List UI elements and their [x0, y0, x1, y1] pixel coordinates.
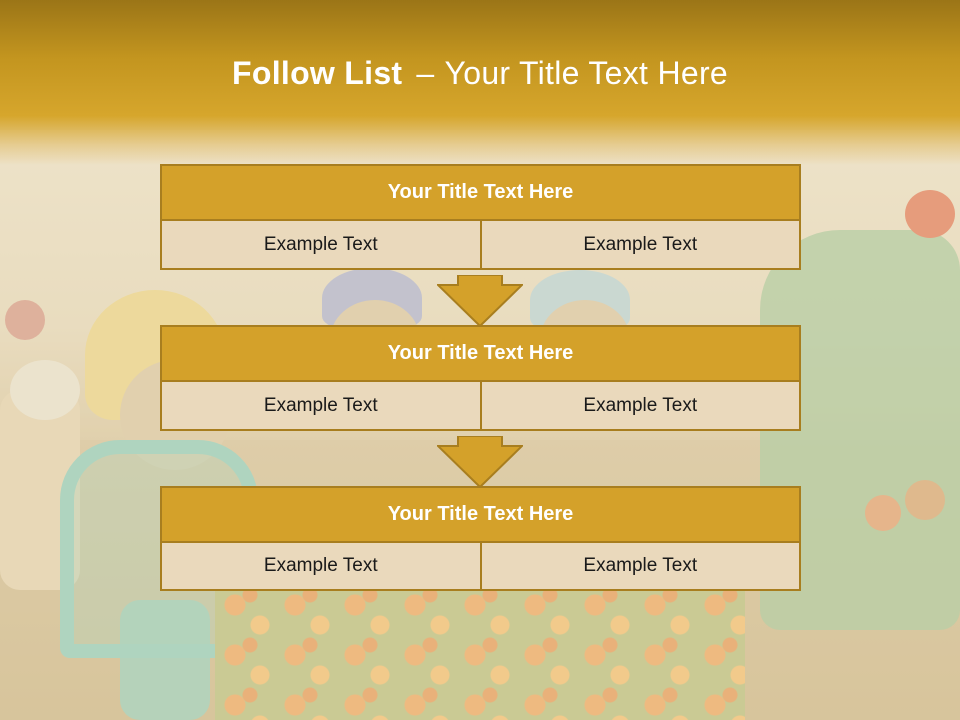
background-cauliflower	[10, 360, 80, 420]
page-title-bold: Follow List	[232, 55, 403, 91]
background-fruit	[905, 480, 945, 520]
background-fruit	[5, 300, 45, 340]
follow-list-step-1: Your Title Text Here Example Text Exampl…	[160, 164, 801, 270]
down-arrow-icon	[437, 436, 523, 488]
step-row: Example Text Example Text	[160, 221, 801, 270]
background-chair-leg	[120, 600, 210, 720]
background-fruit	[865, 495, 901, 531]
step-cell-left: Example Text	[160, 382, 482, 431]
step-row: Example Text Example Text	[160, 382, 801, 431]
down-arrow-icon	[437, 275, 523, 327]
step-row: Example Text Example Text	[160, 543, 801, 591]
step-cell-right: Example Text	[481, 543, 801, 591]
follow-list-step-2: Your Title Text Here Example Text Exampl…	[160, 325, 801, 431]
page-title: Follow List–Your Title Text Here	[0, 55, 960, 92]
step-cell-left: Example Text	[160, 221, 482, 270]
step-cell-right: Example Text	[481, 382, 801, 431]
step-title: Your Title Text Here	[160, 486, 801, 543]
background-tablecloth	[215, 585, 745, 720]
step-title: Your Title Text Here	[160, 325, 801, 382]
title-bar	[0, 0, 960, 165]
step-title: Your Title Text Here	[160, 164, 801, 221]
page-title-rest: Your Title Text Here	[444, 55, 728, 91]
page-title-separator: –	[416, 55, 435, 91]
step-cell-left: Example Text	[160, 543, 482, 591]
follow-list-step-3: Your Title Text Here Example Text Exampl…	[160, 486, 801, 591]
step-cell-right: Example Text	[481, 221, 801, 270]
background-apple	[905, 190, 955, 238]
